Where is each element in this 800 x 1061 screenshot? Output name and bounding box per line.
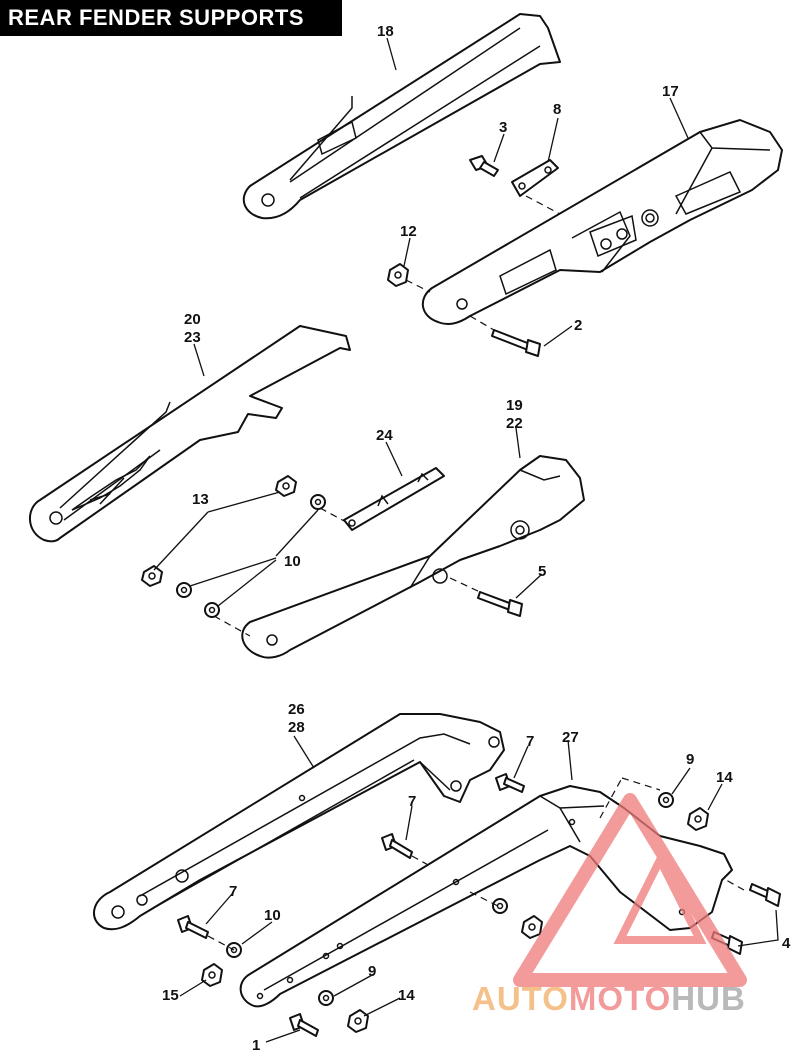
part-18-fender-support: [242, 13, 561, 220]
watermark-hub: HUB: [671, 980, 746, 1017]
leader-lines: [153, 37, 779, 1043]
callout-labels: 18 17 3 8 12 2 20 23 24 19 22 13 10 5 26…: [162, 23, 791, 1054]
part-24-plate: [343, 467, 445, 531]
part-7-bolt-c: [177, 915, 209, 939]
callout-10-upper: 10: [284, 553, 301, 570]
callout-8: 8: [553, 101, 561, 118]
part-7-bolt-a: [495, 773, 525, 793]
part-14-nut-upper: [687, 807, 709, 831]
callout-14-lower: 14: [398, 987, 415, 1004]
part-12-nut: [387, 263, 409, 287]
part-7-bolt-b: [381, 833, 413, 859]
callout-24: 24: [376, 427, 393, 444]
part-4-bolt-upper: [749, 883, 781, 907]
callout-28: 28: [288, 719, 305, 736]
callout-10-lower: 10: [264, 907, 281, 924]
callout-22: 22: [506, 415, 523, 432]
part-5-bolt: [477, 591, 523, 617]
callout-14-upper: 14: [716, 769, 733, 786]
part-26-28-fender-support: [93, 713, 505, 931]
callout-13: 13: [192, 491, 209, 508]
part-10-washer-b: [176, 582, 192, 598]
callout-27: 27: [562, 729, 579, 746]
part-10-washer-c: [204, 602, 220, 618]
callout-26: 26: [288, 701, 305, 718]
callout-20: 20: [184, 311, 201, 328]
part-17-fender-support: [422, 119, 783, 325]
part-14-nut-mid: [521, 915, 543, 939]
part-9-washer-lower: [318, 990, 334, 1006]
callout-9-upper: 9: [686, 751, 694, 768]
callout-17: 17: [662, 83, 679, 100]
callout-4: 4: [782, 935, 791, 952]
callout-5: 5: [538, 563, 546, 580]
watermark-logo: [513, 793, 747, 987]
callout-7-b: 7: [408, 793, 416, 810]
part-10-washer-d: [226, 942, 242, 958]
part-9-washer-upper: [658, 792, 674, 808]
callout-7-c: 7: [229, 883, 237, 900]
callout-15: 15: [162, 987, 179, 1004]
part-14-nut-lower: [347, 1009, 369, 1033]
part-2-bolt: [491, 329, 541, 357]
callout-19: 19: [506, 397, 523, 414]
part-9-washer-mid: [492, 898, 508, 914]
callout-18: 18: [377, 23, 394, 40]
part-10-washer-a: [310, 494, 326, 510]
part-19-22-fender-support: [241, 455, 585, 659]
watermark-auto: AUTO: [472, 980, 569, 1017]
page-title: REAR FENDER SUPPORTS: [0, 0, 342, 36]
watermark-moto: MOTO: [568, 980, 672, 1017]
part-20-23-fender-support: [29, 325, 351, 543]
callout-3: 3: [499, 119, 507, 136]
callout-9-lower: 9: [368, 963, 376, 980]
callout-12: 12: [400, 223, 417, 240]
part-13-nut-lower: [141, 565, 163, 587]
part-1-bolt: [289, 1013, 319, 1037]
part-8-plate: [511, 159, 559, 197]
part-3-bolt: [469, 155, 499, 177]
watermark-text: AUTOMOTOHUB: [472, 980, 746, 1018]
part-13-nut-upper: [275, 475, 297, 497]
part-15-nut: [201, 963, 223, 987]
callout-7-a: 7: [526, 733, 534, 750]
callout-23: 23: [184, 329, 201, 346]
callout-1: 1: [252, 1037, 260, 1054]
callout-2: 2: [574, 317, 582, 334]
